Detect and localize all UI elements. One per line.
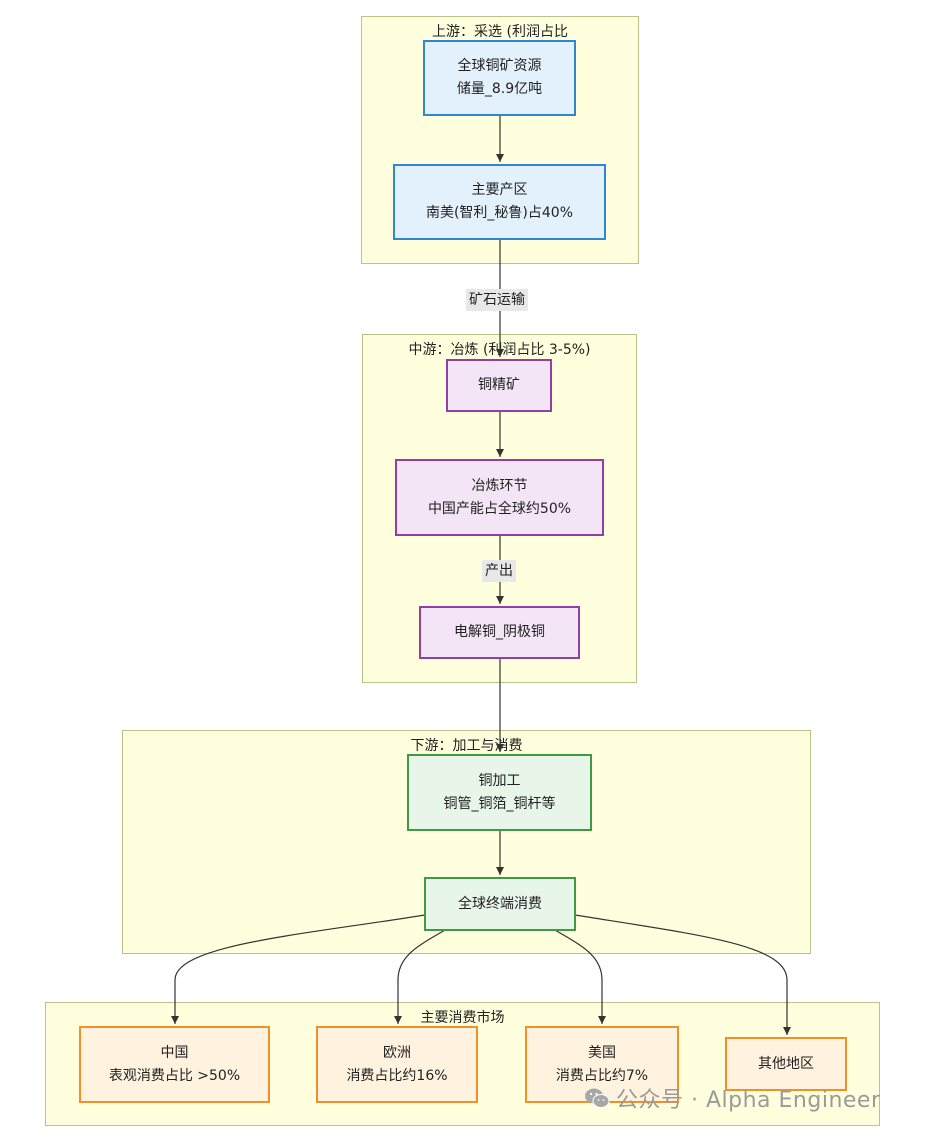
node-smelting-line1: 冶炼环节 (471, 477, 528, 494)
wechat-icon (585, 1088, 610, 1108)
node-reserves: 全球铜矿资源 储量_8.9亿吨 (423, 40, 576, 116)
node-cathode-line1: 电解铜_阴极铜 (454, 624, 545, 640)
node-regions-line2: 南美(智利_秘鲁)占40% (425, 205, 574, 221)
node-cathode: 电解铜_阴极铜 (419, 606, 580, 659)
edge-consumption-china (171, 914, 426, 1024)
node-regions-line1: 主要产区 (471, 182, 528, 198)
downstream-cluster-title: 下游：加工与消费 (410, 738, 523, 754)
node-china: 中国 表观消费占比 >50% (79, 1026, 270, 1103)
node-europe-line1: 欧洲 (383, 1044, 411, 1061)
node-reserves-line2: 储量_8.9亿吨 (456, 81, 543, 97)
node-concentrate-line1: 铜精矿 (478, 377, 520, 393)
node-europe-line2: 消费占比约16% (346, 1067, 448, 1084)
node-china-line2: 表观消费占比 >50% (108, 1067, 241, 1084)
node-smelting: 冶炼环节 中国产能占全球约50% (395, 459, 604, 536)
markets-cluster-title: 主要消费市场 (420, 1010, 505, 1026)
node-processing: 铜加工 铜管_铜箔_铜杆等 (407, 754, 592, 831)
node-processing-line1: 铜加工 (478, 772, 521, 789)
upstream-cluster-title: 上游：采选 (利润占比 (432, 24, 568, 40)
node-europe: 欧洲 消费占比约16% (316, 1026, 478, 1103)
watermark-text: 公众号 · Alpha Engineer (616, 1088, 881, 1113)
node-usa-line2: 消费占比约7% (555, 1067, 649, 1084)
node-smelting-line2: 中国产能占全球约50% (427, 500, 572, 517)
edge-consumption-europe (394, 929, 446, 1024)
node-others-line1: 其他地区 (758, 1055, 814, 1072)
node-reserves-line1: 全球铜矿资源 (457, 58, 542, 74)
watermark: 公众号 · Alpha Engineer (584, 1082, 881, 1114)
node-usa-line1: 美国 (588, 1044, 616, 1061)
node-consumption: 全球终端消费 (424, 877, 576, 931)
node-concentrate: 铜精矿 (446, 359, 552, 412)
edge-consumption-others (574, 914, 791, 1035)
edge-consumption-usa (554, 929, 606, 1024)
node-others: 其他地区 (725, 1037, 847, 1091)
edge-label-output: 产出 (482, 560, 516, 582)
edge-label-ore-transport: 矿石运输 (466, 289, 528, 311)
node-consumption-line1: 全球终端消费 (458, 895, 542, 912)
node-processing-line2: 铜管_铜箔_铜杆等 (443, 795, 556, 812)
node-china-line1: 中国 (160, 1044, 189, 1061)
node-regions: 主要产区 南美(智利_秘鲁)占40% (393, 164, 606, 240)
